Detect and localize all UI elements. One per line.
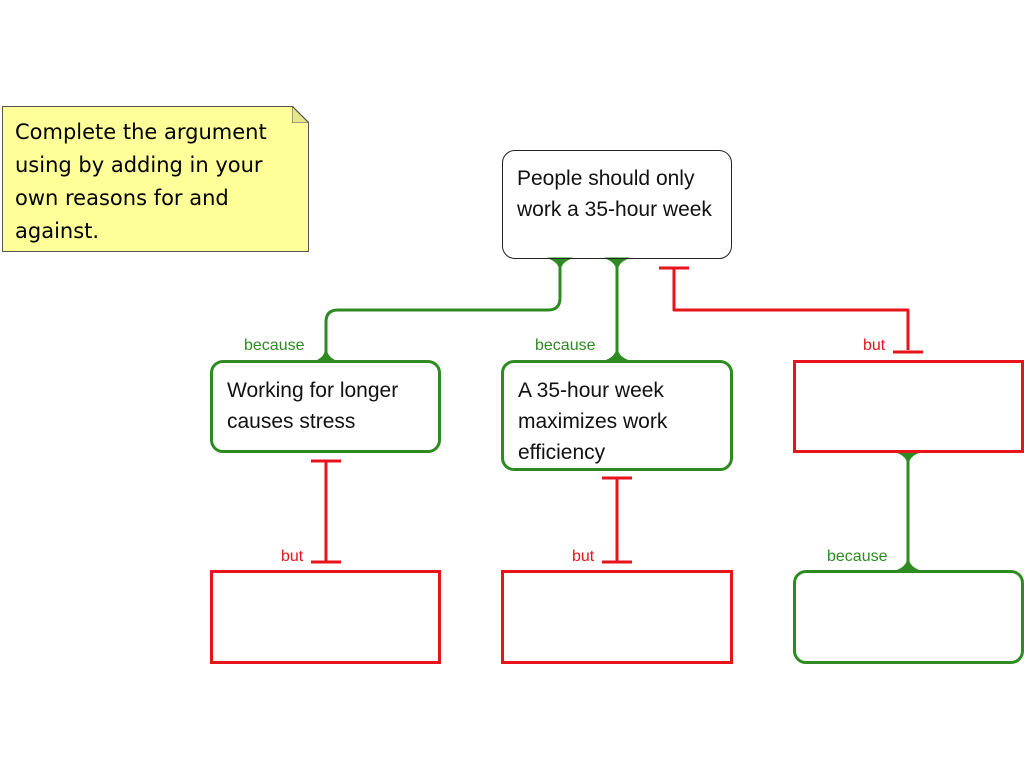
- reason-box-1[interactable]: Working for longer causes stress: [210, 360, 441, 453]
- support-foot-1a: [317, 345, 335, 361]
- instruction-note: [2, 106, 309, 252]
- support-link-1: [324, 258, 562, 360]
- objection-3-label: but: [863, 337, 886, 354]
- support-foot-3b: [895, 451, 921, 467]
- reason-2-label: because: [535, 337, 596, 354]
- instruction-text: Complete the argument using by adding in…: [15, 120, 267, 243]
- support-foot-1b: [547, 257, 573, 273]
- claim-box[interactable]: People should only work a 35-hour week: [502, 150, 732, 259]
- reason-1-text: Working for longer causes stress: [227, 379, 399, 433]
- oppose-link-3: [672, 268, 910, 350]
- reason-2-text: A 35-hour week maximizes work efficiency: [518, 379, 668, 464]
- objection-box-3-empty[interactable]: [793, 360, 1024, 453]
- support-foot-2b: [604, 257, 630, 273]
- claim-text: People should only work a 35-hour week: [517, 167, 712, 221]
- reason-1-label: because: [244, 337, 305, 354]
- objection-2-label: but: [572, 548, 595, 565]
- objection-1-label: but: [281, 548, 304, 565]
- reason-box-2[interactable]: A 35-hour week maximizes work efficiency: [501, 360, 733, 471]
- reason-3-label: because: [827, 548, 888, 565]
- support-foot-3a: [897, 555, 919, 571]
- objection-box-1-empty[interactable]: [210, 570, 441, 664]
- note-fold-corner: [292, 106, 309, 123]
- support-foot-2a: [606, 345, 628, 361]
- reason-box-3-empty[interactable]: [793, 570, 1024, 664]
- objection-box-2-empty[interactable]: [501, 570, 733, 664]
